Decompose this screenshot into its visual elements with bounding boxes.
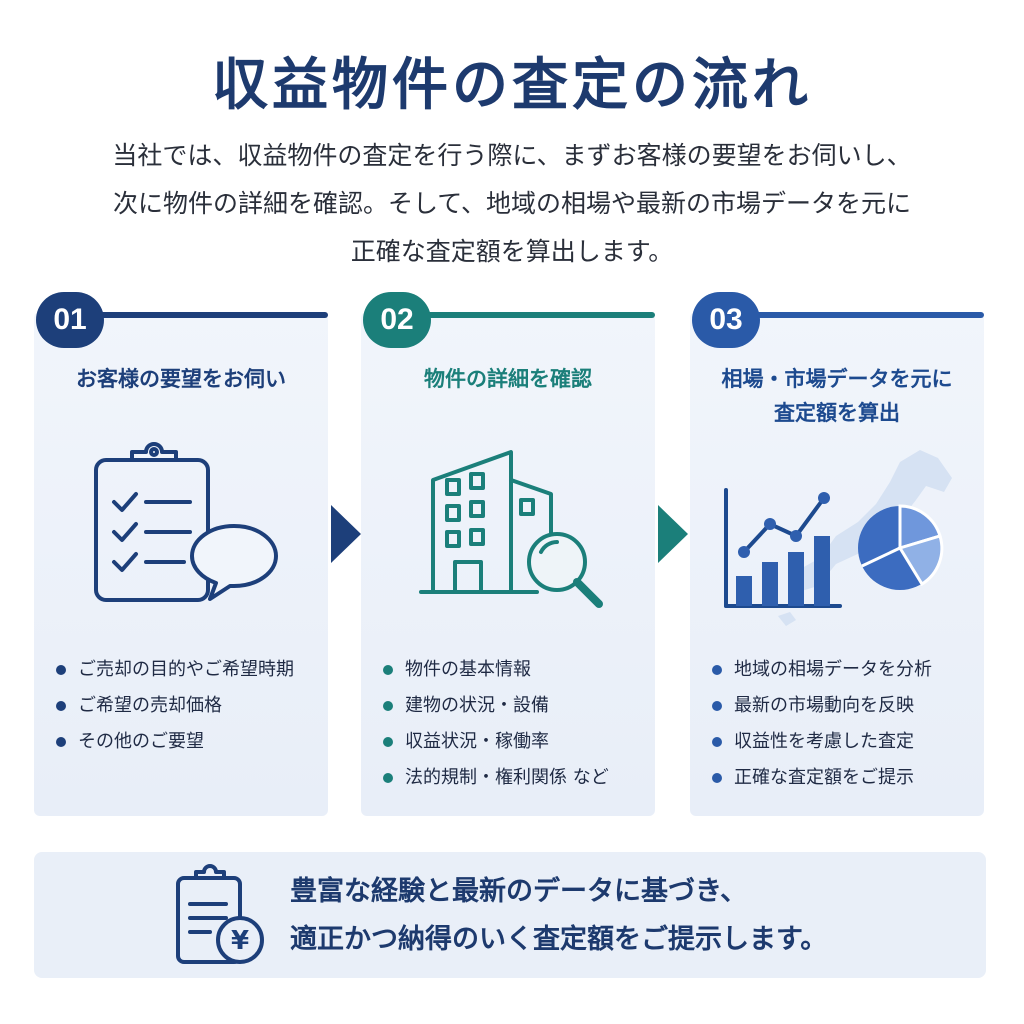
- bullet-icon: [56, 737, 66, 747]
- step-card-1: 01 お客様の要望をお伺い ご売却の目的やご希望時期 ご希望の売却価格 その他の…: [34, 292, 328, 816]
- intro-line: 次に物件の詳細を確認。そして、地域の相場や最新の市場データを元に: [112, 189, 911, 218]
- list-item: 収益状況・稼働率: [383, 724, 609, 760]
- footer-text: 豊富な経験と最新のデータに基づき、 適正かつ納得のいく査定額をご提示します。: [290, 868, 827, 964]
- page-title: 収益物件の査定の流れ: [212, 52, 812, 118]
- step-card-2: 02 物件の詳細を確認 物件の基本情報 建物の状況・設備 収益状況・稼働率 法的…: [361, 292, 655, 816]
- step-items: 物件の基本情報 建物の状況・設備 収益状況・稼働率 法的規制・権利関係 など: [383, 652, 609, 796]
- step-number-badge: 02: [363, 292, 431, 348]
- step-number-badge: 01: [36, 292, 104, 348]
- step-title-line: 物件の詳細を確認: [424, 367, 592, 391]
- step-title-line: お客様の要望をお伺い: [76, 367, 286, 391]
- arrow-right-icon: [331, 505, 361, 563]
- step-card-accent-line: [64, 312, 328, 318]
- list-item: 収益性を考慮した査定: [712, 724, 932, 760]
- bullet-icon: [712, 737, 722, 747]
- bullet-icon: [712, 773, 722, 783]
- bullet-icon: [383, 665, 393, 675]
- intro-line: 正確な査定額を算出します。: [350, 237, 674, 266]
- list-item-text: ご売却の目的やご希望時期: [78, 659, 294, 680]
- list-item-text: 正確な査定額をご提示: [734, 767, 914, 788]
- bullet-icon: [383, 701, 393, 711]
- building-magnifier-icon: [419, 450, 603, 608]
- list-item-text: 法的規制・権利関係 など: [405, 767, 609, 788]
- list-item-text: ご希望の売却価格: [78, 695, 222, 716]
- footer-line: 適正かつ納得のいく査定額をご提示します。: [290, 924, 828, 955]
- list-item-text: 建物の状況・設備: [405, 695, 549, 716]
- step-title: 物件の詳細を確認: [361, 362, 655, 396]
- list-item-text: 地域の相場データを分析: [734, 659, 932, 680]
- footer-line: 豊富な経験と最新のデータに基づき、: [290, 876, 748, 907]
- list-item-text: その他のご要望: [78, 731, 204, 752]
- bullet-icon: [383, 773, 393, 783]
- step-number-badge: 03: [692, 292, 760, 348]
- step-items: 地域の相場データを分析 最新の市場動向を反映 収益性を考慮した査定 正確な査定額…: [712, 652, 932, 796]
- intro-text: 当社では、収益物件の査定を行う際に、まずお客様の要望をお伺いし、 次に物件の詳細…: [62, 132, 962, 276]
- list-item: 物件の基本情報: [383, 652, 609, 688]
- svg-text:¥: ¥: [231, 926, 249, 956]
- arrow-right-icon: [658, 505, 688, 563]
- step-card-3: 03 相場・市場データを元に 査定額を算出 地域の相場データを分析 最新の市場動…: [690, 292, 984, 816]
- clipboard-checklist-speech-bubble-icon: [94, 442, 278, 602]
- step-card-accent-line: [391, 312, 655, 318]
- list-item: 正確な査定額をご提示: [712, 760, 932, 796]
- step-items: ご売却の目的やご希望時期 ご希望の売却価格 その他のご要望: [56, 652, 294, 760]
- list-item: 法的規制・権利関係 など: [383, 760, 609, 796]
- bullet-icon: [56, 701, 66, 711]
- list-item-text: 物件の基本情報: [405, 659, 531, 680]
- list-item: ご売却の目的やご希望時期: [56, 652, 294, 688]
- footer-banner: ¥ 豊富な経験と最新のデータに基づき、 適正かつ納得のいく査定額をご提示します。: [34, 852, 986, 978]
- list-item: 最新の市場動向を反映: [712, 688, 932, 724]
- bullet-icon: [712, 665, 722, 675]
- bullet-icon: [56, 665, 66, 675]
- list-item: ご希望の売却価格: [56, 688, 294, 724]
- clipboard-yen-icon: ¥: [176, 864, 264, 964]
- step-title-line: 相場・市場データを元に: [721, 367, 953, 391]
- step-card-accent-line: [720, 312, 984, 318]
- list-item-text: 収益状況・稼働率: [405, 731, 549, 752]
- chart-pie-japan-map-icon: [724, 450, 952, 626]
- step-title-line: 査定額を算出: [774, 401, 900, 425]
- list-item-text: 収益性を考慮した査定: [734, 731, 914, 752]
- bullet-icon: [712, 701, 722, 711]
- step-title: 相場・市場データを元に 査定額を算出: [690, 362, 984, 430]
- list-item: その他のご要望: [56, 724, 294, 760]
- list-item: 建物の状況・設備: [383, 688, 609, 724]
- list-item-text: 最新の市場動向を反映: [734, 695, 914, 716]
- bullet-icon: [383, 737, 393, 747]
- intro-line: 当社では、収益物件の査定を行う際に、まずお客様の要望をお伺いし、: [112, 141, 912, 170]
- step-title: お客様の要望をお伺い: [34, 362, 328, 396]
- list-item: 地域の相場データを分析: [712, 652, 932, 688]
